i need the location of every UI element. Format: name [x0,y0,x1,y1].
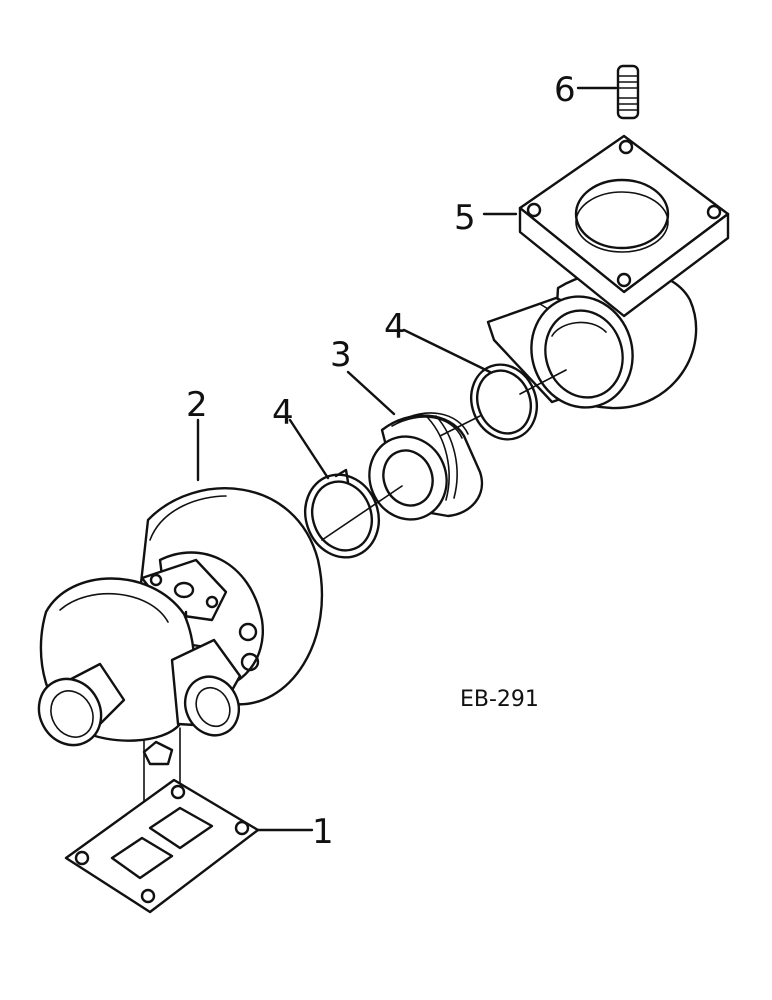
callout-6: 6 [554,70,576,110]
turbocharger-part-2: 2 [37,385,324,766]
sleeve-part-3: 3 [330,335,483,521]
reference-code: EB-291 [460,687,539,712]
snap-ring-upper-part-4: 4 [384,307,538,441]
snap-ring-lower-part-4: 4 [272,393,380,559]
callout-3: 3 [330,335,352,375]
gasket-part-1: 1 [64,778,334,914]
callout-4-lower: 4 [272,393,294,433]
callout-2: 2 [186,385,208,425]
stud-part-6: 6 [554,64,640,120]
callout-1: 1 [312,812,334,852]
elbow-outlet-part-5: 5 [454,134,730,410]
callout-5: 5 [454,198,476,238]
callout-4-upper: 4 [384,307,406,347]
